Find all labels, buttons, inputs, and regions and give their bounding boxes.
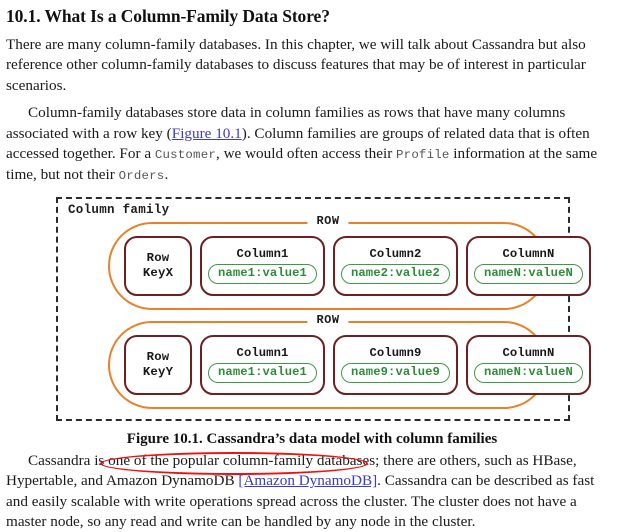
paragraph-2-part-b: ). Column families are groups of related…	[6, 124, 590, 163]
column-kv-1-1: name1:value1	[208, 264, 317, 285]
column-kv-1-3: nameN:valueN	[473, 264, 583, 285]
paragraph-cassandra-wrap: Cassandra is one of the popular column-f…	[0, 451, 624, 532]
paragraph-intro-text: There are many column-family databases. …	[6, 36, 586, 94]
column-family-label: Column family	[68, 202, 170, 217]
row-key-keyy-line2: KeyY	[142, 364, 174, 379]
row-key-keyy: Row KeyY	[124, 334, 192, 395]
row-cells-1: Row KeyX Column1 name1:value1 Column2 na…	[124, 235, 591, 296]
row-label-2: ROW	[307, 310, 349, 329]
row-key-keyx-line1: Row	[146, 250, 170, 265]
paragraph-2-part-a: Column-family databases store data in co…	[6, 104, 566, 142]
paragraph-cassandra: Cassandra is one of the popular column-f…	[0, 451, 624, 532]
row-label-1: ROW	[307, 211, 349, 230]
column-box-2-3: ColumnN nameN:valueN	[465, 334, 591, 395]
figure-10-1: Column family ROW Row KeyX Column1 name1…	[0, 196, 624, 425]
row-key-keyy-line1: Row	[146, 349, 170, 364]
column-title-1-3: ColumnN	[502, 247, 555, 262]
column-box-2-1: Column1 name1:value1	[200, 334, 325, 395]
column-box-2-2: Column9 name9:value9	[332, 334, 458, 395]
column-box-1-2: Column2 name2:value2	[332, 235, 458, 296]
column-kv-2-1: name1:value1	[208, 363, 317, 384]
column-title-2-1: Column1	[236, 346, 289, 361]
paragraph-2-part-d: information at the same time, but not th…	[6, 145, 598, 184]
document-page: 10.1. What Is a Column-Family Data Store…	[0, 6, 624, 530]
row-key-keyx-line2: KeyX	[142, 265, 174, 280]
column-box-1-3: ColumnN nameN:valueN	[465, 235, 591, 296]
paragraph-column-families: Column-family databases store data in co…	[0, 103, 624, 187]
column-title-1-2: Column2	[369, 247, 422, 262]
column-title-1-1: Column1	[236, 247, 289, 262]
paragraph-intro: There are many column-family databases. …	[0, 35, 624, 96]
column-kv-1-2: name2:value2	[340, 264, 450, 285]
column-title-2-2: Column9	[369, 346, 422, 361]
code-customer: Customer	[154, 148, 216, 163]
paragraph-3-part-a: Cassandra is one of the popular column-f…	[6, 451, 577, 490]
page-title: 10.1. What Is a Column-Family Data Store…	[6, 6, 330, 26]
amazon-dynamodb-link[interactable]: [Amazon DynamoDB]	[238, 472, 378, 490]
paragraph-2-part-e: .	[164, 166, 169, 184]
row-group-keyx: ROW Row KeyX Column1 name1:value1 Column…	[108, 211, 591, 310]
column-family-container: Column family ROW Row KeyX Column1 name1…	[56, 196, 591, 421]
column-kv-2-3: nameN:valueN	[473, 363, 583, 384]
code-profile: Profile	[396, 148, 450, 163]
figure-caption: Figure 10.1. Cassandra’s data model with…	[126, 430, 498, 447]
figure-10-1-link[interactable]: Figure 10.1	[171, 124, 242, 142]
column-title-2-3: ColumnN	[502, 346, 555, 361]
paragraph-2-part-c: , we would often access their	[215, 145, 397, 163]
row-key-keyx: Row KeyX	[124, 235, 192, 296]
code-orders: Orders	[118, 169, 165, 184]
row-cells-2: Row KeyY Column1 name1:value1 Column9 na…	[124, 334, 591, 395]
column-kv-2-2: name9:value9	[340, 363, 450, 384]
column-box-1-1: Column1 name1:value1	[200, 235, 325, 296]
row-group-keyy: ROW Row KeyY Column1 name1:value1 Column…	[108, 310, 591, 409]
